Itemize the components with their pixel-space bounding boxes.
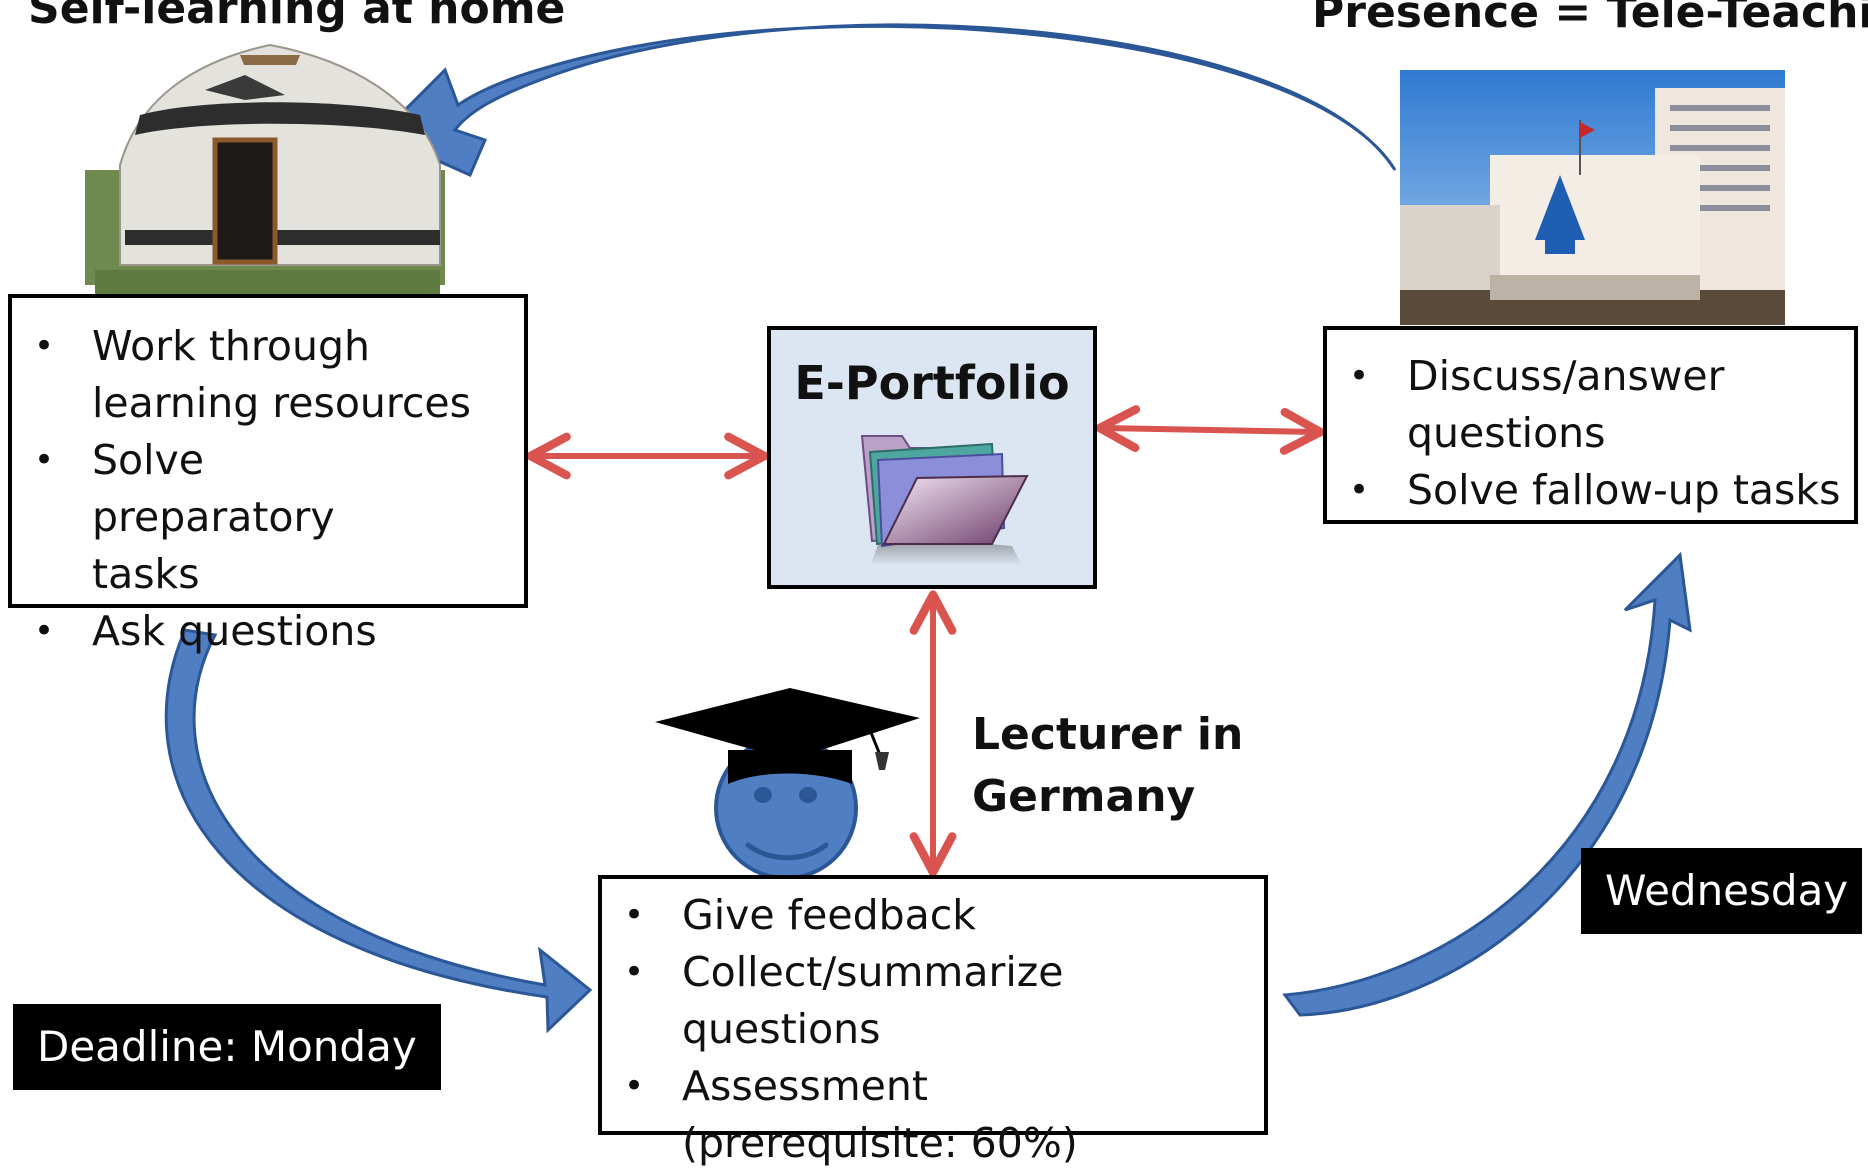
home-task-item: Solve preparatory tasks: [12, 432, 524, 603]
lecturer-label: Lecturer in Germany: [972, 704, 1243, 828]
home-tasks-box: Work through learning resources Solve pr…: [8, 294, 528, 660]
home-tasks-list: Work through learning resources Solve pr…: [12, 318, 524, 660]
home-task-item: Ask questions: [12, 603, 524, 660]
eportfolio-title: E-Portfolio: [794, 356, 1070, 410]
lecturer-task-item: Collect/summarize questions: [602, 944, 1264, 1058]
lecturer-tasks-list: Give feedback Collect/summarize question…: [602, 887, 1264, 1172]
heading-home: Self-learning at home: [28, 0, 566, 34]
wednesday-tag: Wednesday: [1581, 848, 1863, 934]
cycle-arrow-right: [1282, 551, 1692, 1017]
cycle-arrow-left: [164, 628, 593, 1034]
presence-tasks-box: Discuss/answer questions Solve fallow-up…: [1323, 326, 1858, 524]
lecturer-tasks-box: Give feedback Collect/summarize question…: [598, 875, 1268, 1167]
lecturer-task-item: Assessment (prerequisite: 60%): [602, 1058, 1264, 1172]
presence-tasks-list: Discuss/answer questions Solve fallow-up…: [1327, 348, 1854, 519]
folder-icon: [860, 435, 1029, 566]
lecturer-label-line1: Lecturer in: [972, 709, 1244, 760]
lecturer-avatar-icon: [655, 688, 920, 880]
lecturer-label-line2: Germany: [972, 771, 1196, 822]
presence-task-item: Discuss/answer questions: [1327, 348, 1854, 462]
presence-task-item: Solve fallow-up tasks: [1327, 462, 1854, 519]
link-eportfolio-presence: [1095, 405, 1325, 455]
deadline-tag: Deadline: Monday: [13, 1004, 441, 1090]
university-photo: [1400, 70, 1785, 325]
diagram-canvas: [85, 23, 1785, 1034]
eportfolio-box: E-Portfolio: [767, 326, 1097, 589]
yurt-photo: [85, 43, 445, 295]
heading-presence: Presence = Tele-Teaching: [1312, 0, 1868, 38]
home-task-item: Work through learning resources: [12, 318, 524, 432]
cycle-arrow-top: [377, 23, 1397, 177]
lecturer-task-item: Give feedback: [602, 887, 1264, 944]
